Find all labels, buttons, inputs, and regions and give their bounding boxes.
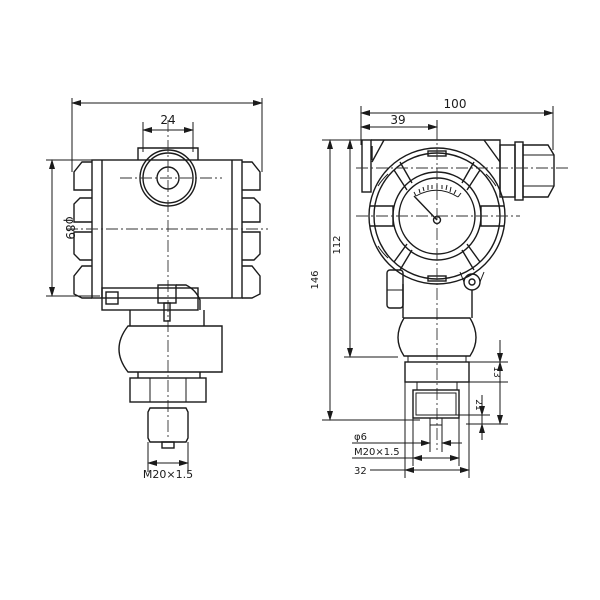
overall-height-label: 146	[310, 270, 321, 289]
gauge-needle	[413, 195, 438, 221]
front-thread-dimension: M20×1.5	[143, 442, 193, 481]
side-overall-width-dimension: 100	[360, 97, 554, 150]
side-view: 100 39 146 112	[310, 97, 568, 478]
center-offset-label: 39	[390, 113, 405, 127]
side-sensor-capsule	[397, 317, 477, 357]
center-offset-dimension: 39	[360, 113, 438, 140]
front-view: 24 φ89	[46, 98, 268, 481]
hex-height-label: 13	[491, 366, 501, 377]
front-thread	[147, 407, 189, 443]
housing-diameter-label: φ89	[63, 216, 77, 239]
side-thread-label: M20×1.5	[354, 447, 400, 458]
front-overall-width-dimension	[71, 98, 263, 172]
shoulder-height-dimension: 112	[332, 139, 398, 358]
front-neck	[101, 284, 205, 326]
thread-depth-label: 21	[473, 399, 483, 410]
side-overall-width-label: 100	[444, 97, 467, 111]
overall-height-dimension: 146	[310, 139, 420, 421]
sensor-body	[118, 325, 223, 373]
bottom-dimensions: φ6 M20×1.5 32	[352, 382, 470, 478]
port-diameter-label: φ6	[354, 432, 367, 443]
side-hex-nut	[404, 361, 470, 383]
right-cooling-fins	[242, 161, 261, 299]
analog-gauge-dial	[413, 184, 462, 225]
front-thread-label: M20×1.5	[143, 468, 193, 481]
thread-depth-dimension: 21	[440, 395, 490, 440]
side-neck	[386, 269, 473, 318]
hex-height-dimension: 13	[466, 340, 508, 425]
hex-across-flats-label: 32	[354, 466, 367, 477]
side-thread	[412, 382, 460, 426]
shoulder-height-label: 112	[332, 235, 343, 254]
left-cooling-fins	[73, 161, 92, 299]
cable-gland	[499, 141, 555, 201]
front-hex-nut	[129, 377, 207, 403]
